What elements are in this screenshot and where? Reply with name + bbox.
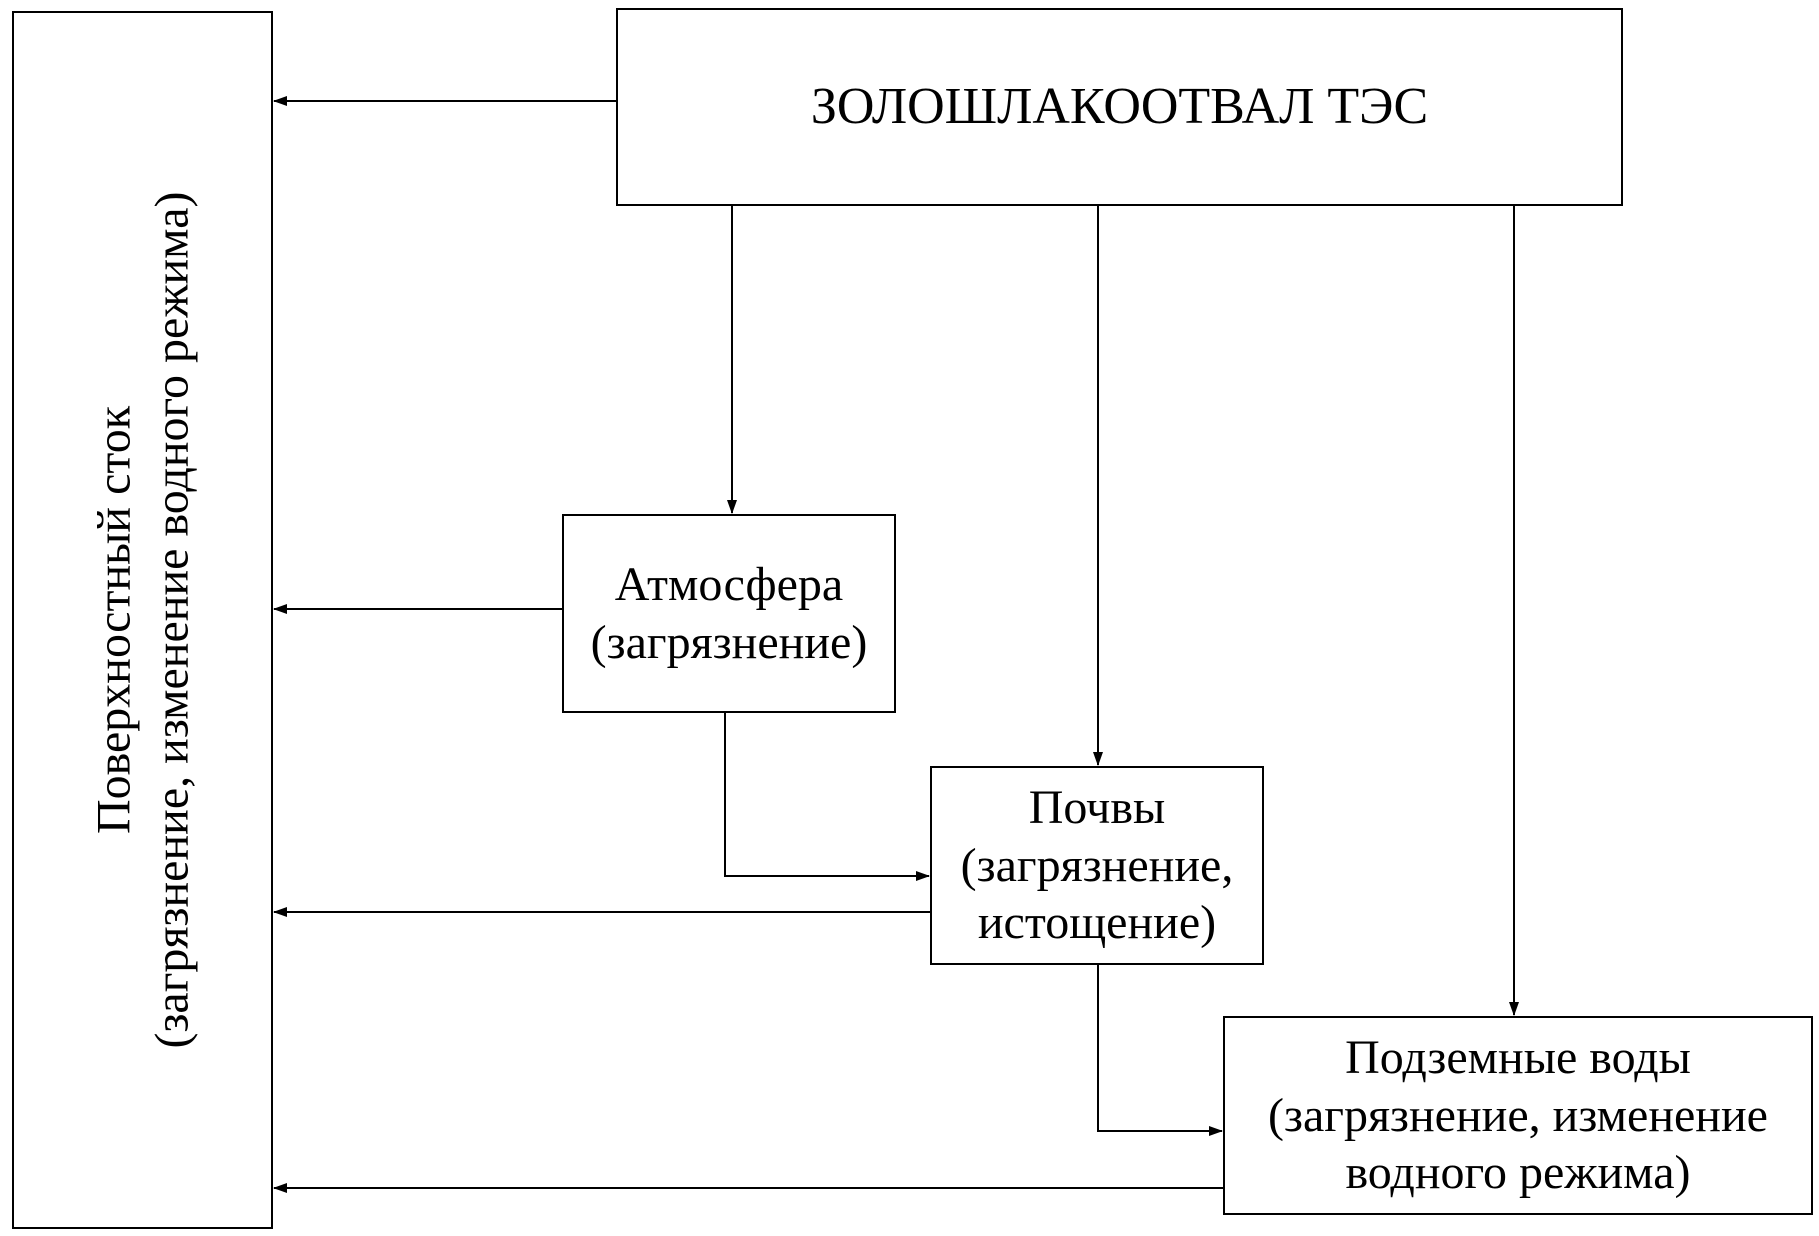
node-ash-dump: ЗОЛОШЛАКООТВАЛ ТЭС	[616, 8, 1623, 206]
node-ash-dump-label: ЗОЛОШЛАКООТВАЛ ТЭС	[810, 77, 1429, 135]
node-surface-runoff: Поверхностный сток (загрязнение, изменен…	[12, 11, 273, 1229]
node-soil-subtitle-1: (загрязнение,	[960, 838, 1234, 892]
node-groundwater-title: Подземные воды	[1345, 1031, 1691, 1085]
node-atmosphere: Атмосфера (загрязнение)	[562, 514, 896, 713]
arrow-soil-to-groundwater	[1097, 964, 1223, 1136]
arrow-atmosphere-to-soil	[724, 712, 930, 881]
node-soil-title: Почвы	[1028, 781, 1166, 835]
node-atmosphere-title: Атмосфера	[614, 557, 844, 611]
node-surface-runoff-title: Поверхностный сток	[86, 405, 140, 835]
node-soil-subtitle-2: истощение)	[977, 896, 1217, 950]
node-groundwater-subtitle-1: (загрязнение, изменение	[1268, 1088, 1768, 1142]
node-surface-runoff-text: Поверхностный сток (загрязнение, изменен…	[85, 191, 200, 1048]
node-groundwater-subtitle-2: водного режима)	[1345, 1146, 1691, 1200]
node-soil: Почвы (загрязнение, истощение)	[930, 766, 1264, 965]
node-surface-runoff-subtitle: (загрязнение, изменение водного режима)	[144, 191, 198, 1049]
node-atmosphere-subtitle: (загрязнение)	[590, 615, 868, 669]
node-groundwater: Подземные воды (загрязнение, изменение в…	[1223, 1016, 1813, 1215]
